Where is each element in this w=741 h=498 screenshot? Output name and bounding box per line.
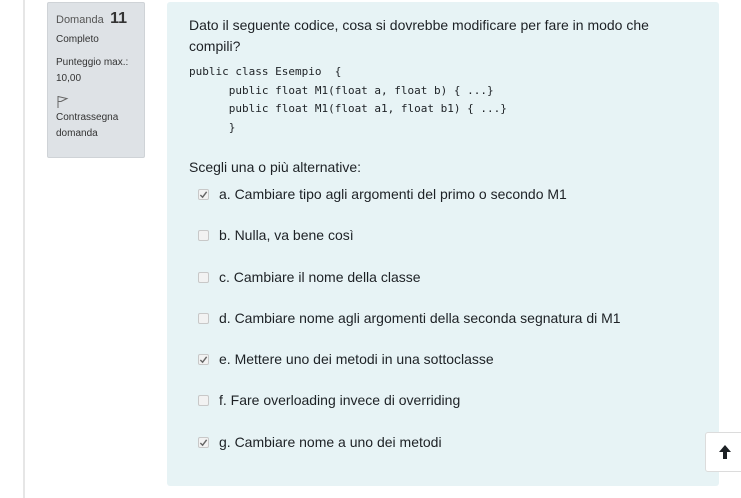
answer-label[interactable]: a. Cambiare tipo agli argomenti del prim…	[219, 186, 567, 202]
check-icon	[199, 438, 208, 446]
answer-option-d[interactable]: d. Cambiare nome agli argomenti della se…	[198, 306, 621, 330]
question-text: Dato il seguente codice, cosa si dovrebb…	[189, 17, 649, 54]
code-line: public float M1(float a1, float b1) { ..…	[189, 102, 507, 116]
answer-option-g[interactable]: g. Cambiare nome a uno dei metodi	[198, 430, 442, 454]
question-number-value: 11	[110, 10, 128, 27]
answer-checkbox[interactable]	[198, 229, 209, 241]
grade-value: 10,00	[56, 73, 82, 84]
answer-option-b[interactable]: b. Nulla, va bene così	[198, 223, 354, 247]
answer-checkbox[interactable]	[198, 353, 209, 365]
flag-icon[interactable]	[56, 95, 70, 109]
code-line: public class Esempio {	[189, 65, 342, 78]
question-label: Domanda	[56, 14, 104, 26]
question-info-panel: Domanda 11 Completo Punteggio max.: 10,0…	[47, 2, 145, 158]
code-line: }	[189, 121, 236, 135]
answer-checkbox[interactable]	[198, 394, 209, 406]
question-grade: Punteggio max.: 10,00	[56, 55, 136, 87]
code-block: public class Esempio { public float M1(f…	[189, 63, 507, 138]
question-state: Completo	[56, 34, 99, 45]
code-line: public float M1(float a, float b) { ...}	[189, 83, 494, 97]
answer-option-c[interactable]: c. Cambiare il nome della classe	[198, 265, 421, 289]
scroll-to-top-button[interactable]	[705, 432, 741, 472]
answer-label[interactable]: b. Nulla, va bene così	[219, 227, 354, 243]
question-content: Dato il seguente codice, cosa si dovrebb…	[167, 2, 719, 486]
flag-question-link[interactable]: Contrassegna domanda	[56, 112, 119, 139]
answer-prompt: Scegli una o più alternative:	[189, 159, 361, 175]
question-number: Domanda 11	[56, 10, 136, 28]
answer-label[interactable]: d. Cambiare nome agli argomenti della se…	[219, 310, 621, 326]
answer-checkbox[interactable]	[198, 188, 209, 200]
answer-option-e[interactable]: e. Mettere uno dei metodi in una sottocl…	[198, 347, 494, 371]
answer-option-a[interactable]: a. Cambiare tipo agli argomenti del prim…	[198, 182, 567, 206]
grade-label: Punteggio max.:	[56, 57, 129, 68]
check-icon	[199, 355, 208, 363]
check-icon	[199, 190, 208, 198]
answer-label[interactable]: g. Cambiare nome a uno dei metodi	[219, 434, 442, 450]
answer-checkbox[interactable]	[198, 271, 209, 283]
answer-option-f[interactable]: f. Fare overloading invece di overriding	[198, 388, 460, 412]
page-left-border	[23, 0, 25, 498]
arrow-up-icon	[719, 445, 731, 459]
answer-checkbox[interactable]	[198, 436, 209, 448]
answer-label[interactable]: f. Fare overloading invece di overriding	[219, 392, 461, 408]
answer-label[interactable]: c. Cambiare il nome della classe	[219, 269, 421, 285]
answer-checkbox[interactable]	[198, 312, 209, 324]
answer-label[interactable]: e. Mettere uno dei metodi in una sottocl…	[219, 351, 494, 367]
